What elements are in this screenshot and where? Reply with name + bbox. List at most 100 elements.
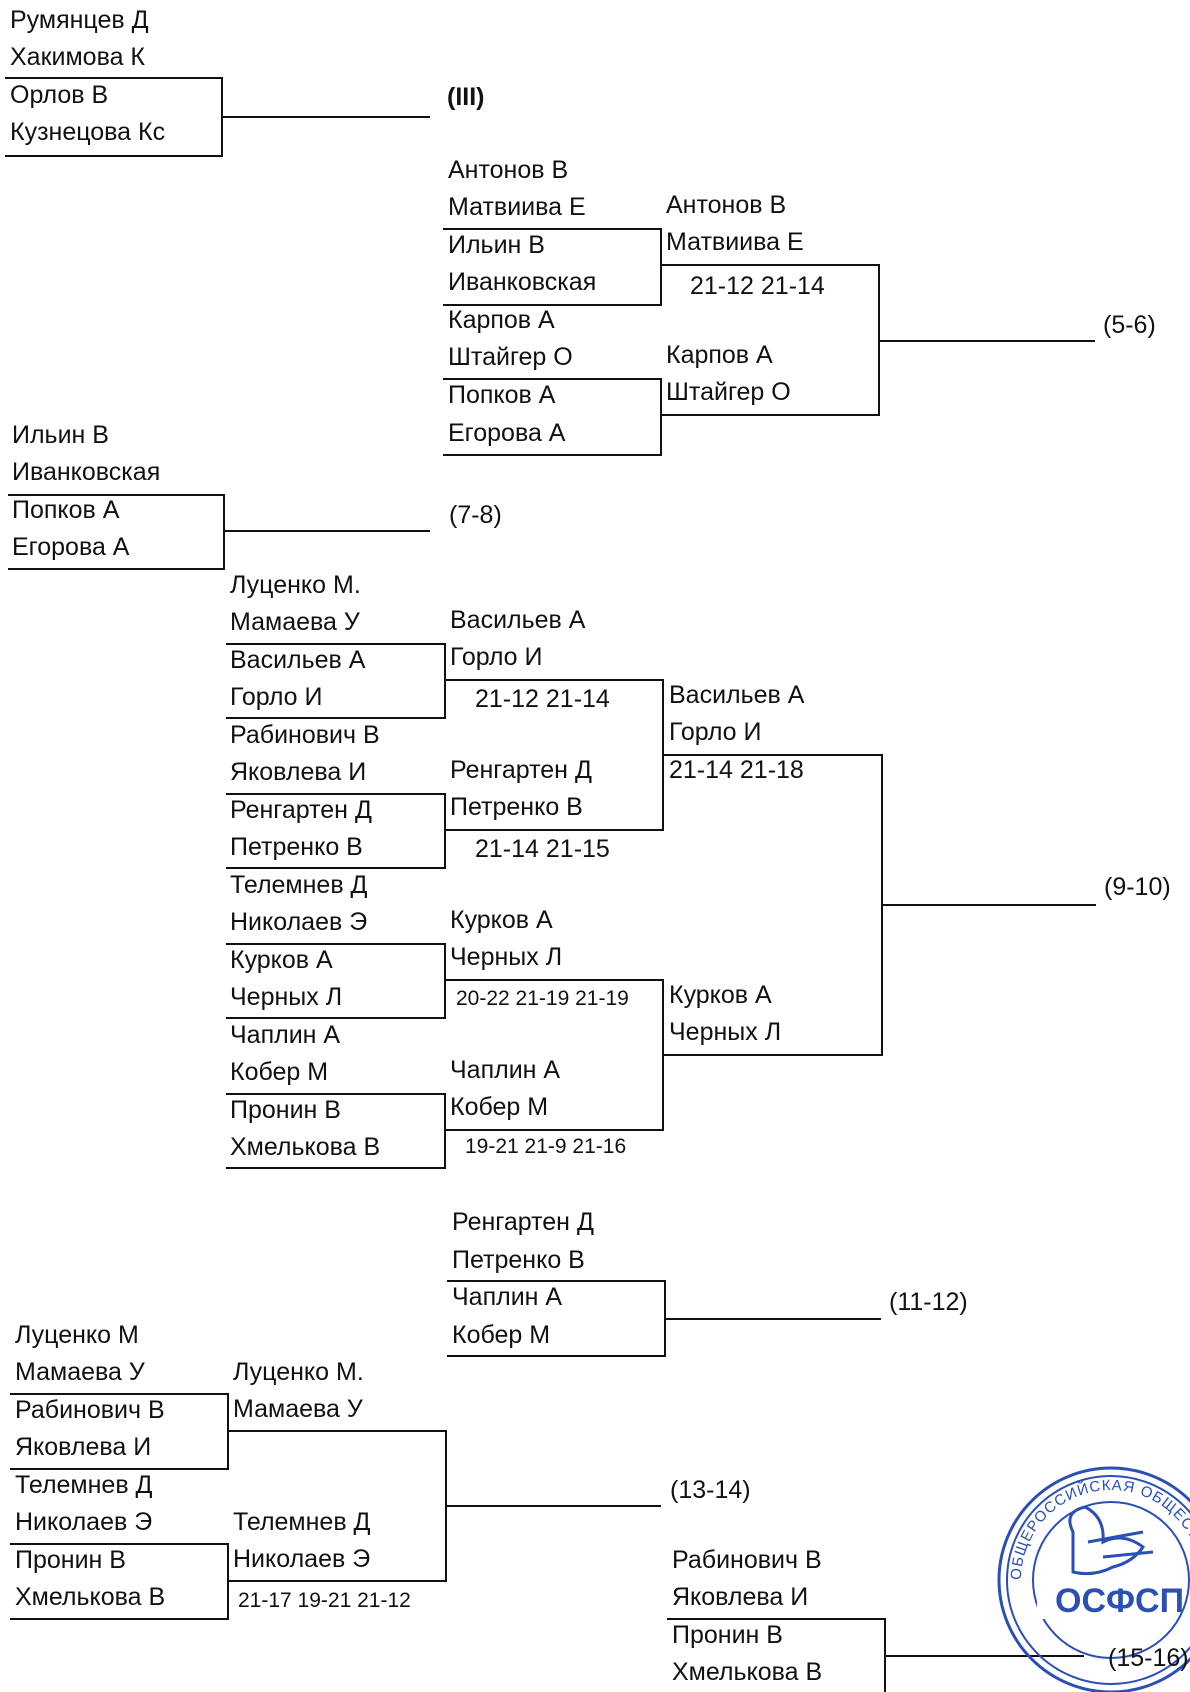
team-name: Яковлева И [230,758,367,786]
team-name: Пронин В [230,1096,341,1124]
team-name: Васильев А [230,646,366,674]
team-name: Луценко М. [233,1358,364,1386]
team-name: Яковлева И [672,1583,809,1611]
team-name: Кобер М [452,1321,551,1349]
bracket-line [444,829,664,831]
bracket-line [226,867,446,869]
bracket-line [660,264,880,266]
bracket-line [660,228,662,306]
team-name: Штайгер О [666,378,791,406]
bracket-line [10,1393,229,1395]
team-name: Черных Л [450,943,563,971]
place-label: (13-14) [670,1476,751,1504]
bracket-line [226,793,446,795]
place-label: (15-16) [1108,1644,1189,1672]
match-score: 21-12 21-14 [690,272,825,300]
team-name: Николаев Э [233,1545,371,1573]
team-name: Рабинович В [672,1546,822,1574]
team-name: Николаев Э [230,908,368,936]
team-name: Ильин В [448,231,545,259]
bracket-line [660,414,880,416]
team-name: Кобер М [450,1093,549,1121]
team-name: Кобер М [230,1058,329,1086]
team-name: Телемнев Д [230,871,368,899]
team-name: Ильин В [12,421,109,449]
team-name: Петренко В [230,833,363,861]
team-name: Мамаева У [233,1395,363,1423]
team-name: Петренко В [452,1246,585,1274]
bracket-line [444,679,664,681]
team-name: Телемнев Д [15,1471,153,1499]
bracket-line [10,1468,229,1470]
bracket-line [443,378,662,380]
bracket-line [226,1017,446,1019]
bracket-line [443,304,662,306]
bracket-line [664,1318,881,1320]
team-name: Ренгартен Д [230,796,372,824]
team-name: Штайгер О [448,343,573,371]
bracket-line [223,494,225,570]
team-name: Ренгартен Д [452,1208,594,1236]
team-name: Васильев А [450,606,586,634]
team-name: Петренко В [450,793,583,821]
team-name: Попков А [12,496,120,524]
team-name: Яковлева И [15,1433,152,1461]
place-label: (7-8) [449,501,502,529]
team-name: Антонов В [448,156,569,184]
team-name: Чаплин А [452,1283,563,1311]
place-label: (III) [447,83,485,111]
team-name: Чаплин А [450,1056,561,1084]
bracket-line [447,1355,666,1357]
match-score: 21-17 19-21 21-12 [238,1589,411,1612]
team-name: Попков А [448,381,556,409]
bracket-line [443,228,662,230]
bracket-line [10,1618,229,1620]
bracket-line [8,494,225,496]
match-score: 19-21 21-9 21-16 [465,1135,627,1158]
bracket-line [5,155,223,157]
bracket-line [662,754,883,756]
team-name: Иванковская [448,268,597,296]
bracket-line [221,116,430,118]
team-name: Горло И [230,683,323,711]
team-name: Пронин В [15,1546,126,1574]
bracket-line [884,1655,1084,1657]
team-name: Телемнев Д [233,1508,371,1536]
bracket-line [226,943,446,945]
bracket-line [662,1054,883,1056]
match-score: 21-14 21-18 [669,756,804,784]
bracket-line [226,643,446,645]
team-name: Чаплин А [230,1021,341,1049]
team-name: Пронин В [672,1621,783,1649]
team-name: Луценко М. [230,571,361,599]
bracket-line [444,943,446,1019]
team-name: Курков А [669,981,772,1009]
team-name: Матвиива Е [448,193,586,221]
bracket-line [227,1430,447,1432]
bracket-line [667,1618,886,1620]
bracket-line [660,378,662,456]
bracket-line [443,454,662,456]
team-name: Курков А [450,906,553,934]
team-name: Горло И [669,718,762,746]
team-name: Курков А [230,946,333,974]
team-name: Мамаева У [15,1358,145,1386]
team-name: Кузнецова Кс [10,118,166,146]
match-score: 21-14 21-15 [475,835,610,863]
bracket-line [10,1543,229,1545]
team-name: Хмелькова В [672,1658,823,1686]
team-name: Хмелькова В [230,1133,381,1161]
team-name: Карпов А [666,341,773,369]
bracket-line [226,1167,446,1169]
team-name: Иванковская [12,458,161,486]
bracket-line [445,1505,661,1507]
place-label: (11-12) [889,1288,968,1316]
bracket-line [226,717,446,719]
stamp-logo: ОСФСП [1055,1582,1184,1620]
team-name: Егорова А [448,419,566,447]
bracket-line [444,793,446,869]
bracket-line [5,77,223,79]
match-score: 21-12 21-14 [475,685,610,713]
bracket-line [444,1093,446,1169]
team-name: Рабинович В [15,1396,165,1424]
